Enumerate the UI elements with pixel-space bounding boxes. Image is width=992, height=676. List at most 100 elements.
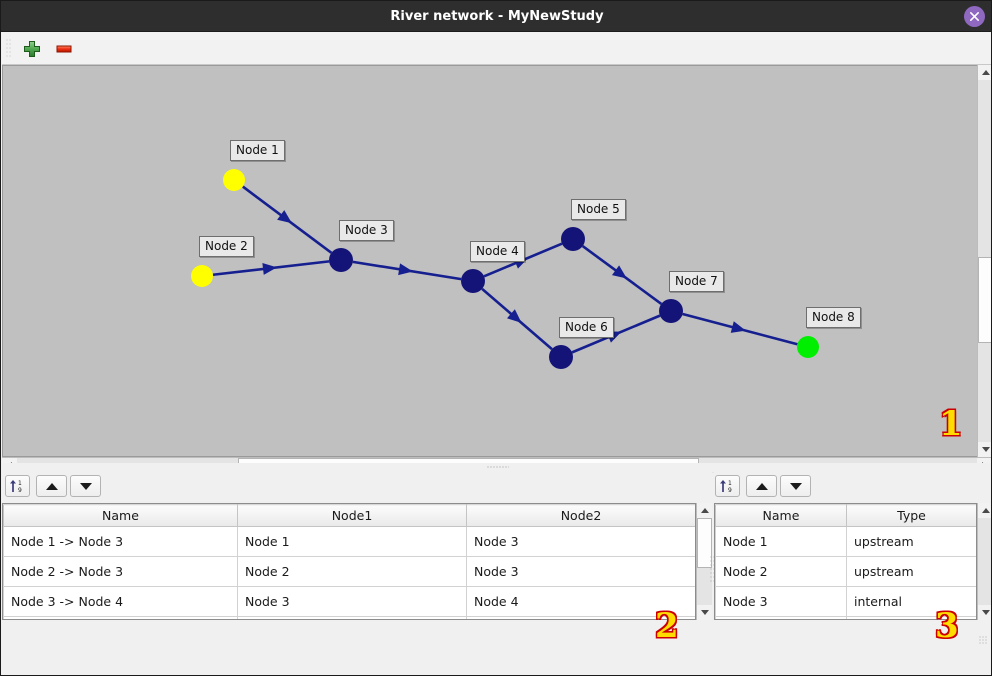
- graph-node-label[interactable]: Node 8: [806, 307, 861, 328]
- nodes-move-down-button[interactable]: [780, 475, 811, 497]
- table-cell[interactable]: Node 4: [466, 586, 695, 617]
- table-cell[interactable]: Node 4: [715, 616, 847, 619]
- reaches-scroll-up-button[interactable]: [697, 503, 712, 518]
- triangle-down-icon: [790, 483, 802, 490]
- window-resize-grip[interactable]: [979, 636, 988, 645]
- graph-node-label[interactable]: Node 2: [199, 236, 254, 257]
- table-cell[interactable]: Node 1: [715, 526, 847, 557]
- table-cell[interactable]: Node 2: [715, 556, 847, 587]
- column-header-node1[interactable]: Node1: [237, 504, 467, 527]
- reaches-vertical-scrollbar[interactable]: [696, 503, 712, 620]
- svg-text:1: 1: [728, 480, 732, 487]
- table-cell[interactable]: Node 3: [466, 526, 695, 557]
- svg-text:1: 1: [18, 480, 22, 487]
- annotation-marker-3: 3: [934, 605, 960, 647]
- graph-node-label[interactable]: Node 7: [669, 271, 724, 292]
- graph-node[interactable]: [561, 227, 585, 251]
- graph-node[interactable]: [461, 269, 485, 293]
- nodes-panel-footer: [714, 621, 991, 648]
- edge-arrowhead-icon: [612, 265, 627, 279]
- graph-node-label[interactable]: Node 6: [559, 317, 614, 338]
- edge-arrowhead-icon: [262, 263, 277, 275]
- toolbar-drag-handle[interactable]: [6, 39, 11, 57]
- table-cell[interactable]: Node 3: [466, 556, 695, 587]
- graph-vertical-scrollbar[interactable]: [977, 65, 991, 457]
- edge-arrowhead-icon: [277, 210, 292, 224]
- table-cell[interactable]: Node 5: [466, 616, 695, 619]
- network-graph-canvas[interactable]: Node 1 Node 2 Node 3 Node 4 Node 5 Node 6 Node…: [2, 65, 991, 457]
- reaches-vscroll-thumb[interactable]: [697, 518, 712, 568]
- sort-arrow-icon: 1 9: [720, 480, 732, 494]
- table-cell[interactable]: internal: [846, 586, 976, 617]
- table-cell[interactable]: internal: [846, 616, 976, 619]
- add-plus-icon: [24, 41, 40, 57]
- table-cell[interactable]: Node 4: [237, 616, 467, 619]
- svg-text:9: 9: [18, 487, 22, 494]
- nodes-vertical-scrollbar[interactable]: [977, 503, 991, 620]
- panel-divider-grip[interactable]: [710, 556, 714, 582]
- table-cell[interactable]: Node 4 -> Node 5: [3, 616, 238, 619]
- column-header-node2[interactable]: Node2: [466, 504, 695, 527]
- close-button[interactable]: [964, 6, 985, 27]
- node-layer: [191, 169, 819, 369]
- table-cell[interactable]: Node 3 -> Node 4: [3, 586, 238, 617]
- main-toolbar: [2, 32, 991, 65]
- column-header-type[interactable]: Type: [846, 504, 976, 527]
- nodes-scroll-up-button[interactable]: [978, 503, 991, 518]
- table-cell[interactable]: Node 1: [237, 526, 467, 557]
- reaches-toolbar: 1 9: [2, 472, 712, 500]
- triangle-down-icon: [80, 483, 92, 490]
- annotation-marker-1: 1: [938, 403, 964, 445]
- graph-node[interactable]: [223, 169, 245, 191]
- graph-node[interactable]: [549, 345, 573, 369]
- reaches-scroll-down-button[interactable]: [697, 605, 712, 620]
- graph-node[interactable]: [329, 248, 353, 272]
- table-cell[interactable]: Node 3: [715, 586, 847, 617]
- graph-node-label[interactable]: Node 5: [571, 199, 626, 220]
- table-row[interactable]: Node 4internal: [715, 616, 976, 619]
- window-title: River network - MyNewStudy: [390, 9, 604, 24]
- graph-scroll-down-button[interactable]: [978, 442, 991, 457]
- reaches-sort-button[interactable]: 1 9: [5, 475, 30, 497]
- graph-scroll-up-button[interactable]: [978, 65, 991, 80]
- table-cell[interactable]: upstream: [846, 556, 976, 587]
- table-cell[interactable]: Node 2: [237, 556, 467, 587]
- add-element-button[interactable]: [20, 37, 44, 61]
- table-cell[interactable]: Node 2 -> Node 3: [3, 556, 238, 587]
- reaches-move-down-button[interactable]: [70, 475, 101, 497]
- column-header-name[interactable]: Name: [715, 504, 847, 527]
- table-cell[interactable]: Node 3: [237, 586, 467, 617]
- graph-node[interactable]: [797, 336, 819, 358]
- graph-node-label[interactable]: Node 4: [470, 241, 525, 262]
- table-cell[interactable]: Node 1 -> Node 3: [3, 526, 238, 557]
- nodes-move-up-button[interactable]: [746, 475, 777, 497]
- table-cell[interactable]: upstream: [846, 526, 976, 557]
- edge-arrowhead-icon: [398, 263, 413, 276]
- nodes-vscroll-track[interactable]: [978, 518, 991, 605]
- graph-vscroll-thumb[interactable]: [978, 257, 991, 343]
- pane-splitter[interactable]: [2, 463, 991, 472]
- reaches-move-up-button[interactable]: [36, 475, 67, 497]
- graph-node-label[interactable]: Node 1: [230, 140, 285, 161]
- nodes-sort-button[interactable]: 1 9: [715, 475, 740, 497]
- column-header-name[interactable]: Name: [3, 504, 238, 527]
- reaches-panel-footer: [2, 621, 712, 648]
- graph-node[interactable]: [659, 299, 683, 323]
- nodes-scroll-down-button[interactable]: [978, 605, 991, 620]
- graph-node[interactable]: [191, 265, 213, 287]
- delete-element-button[interactable]: [52, 37, 76, 61]
- graph-node-label[interactable]: Node 3: [339, 220, 394, 241]
